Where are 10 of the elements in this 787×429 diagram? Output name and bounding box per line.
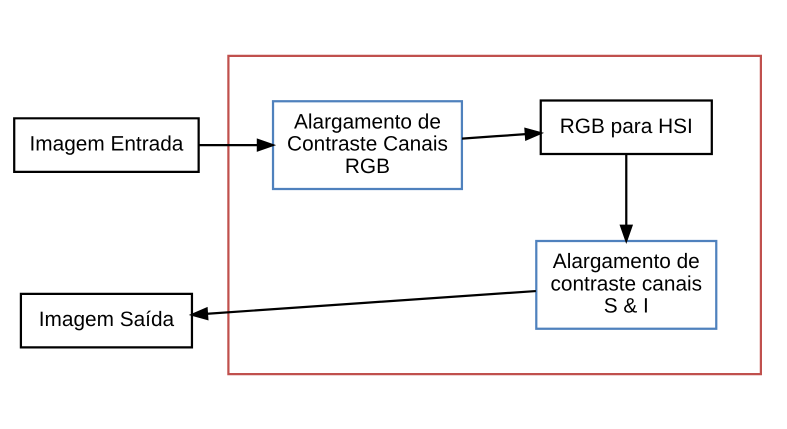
arrow: [462, 126, 544, 140]
node-box: Alargamento de contraste canais S & I: [535, 239, 718, 330]
arrow: [188, 289, 536, 320]
node-box: Alargamento de Contraste Canais RGB: [272, 100, 464, 190]
arrow: [620, 154, 634, 244]
node-box: Imagem Entrada: [13, 116, 200, 172]
arrow: [198, 138, 276, 152]
node-box: RGB para HSI: [540, 98, 713, 155]
node-box: Imagem Saída: [20, 292, 194, 348]
cluster: [227, 54, 762, 375]
